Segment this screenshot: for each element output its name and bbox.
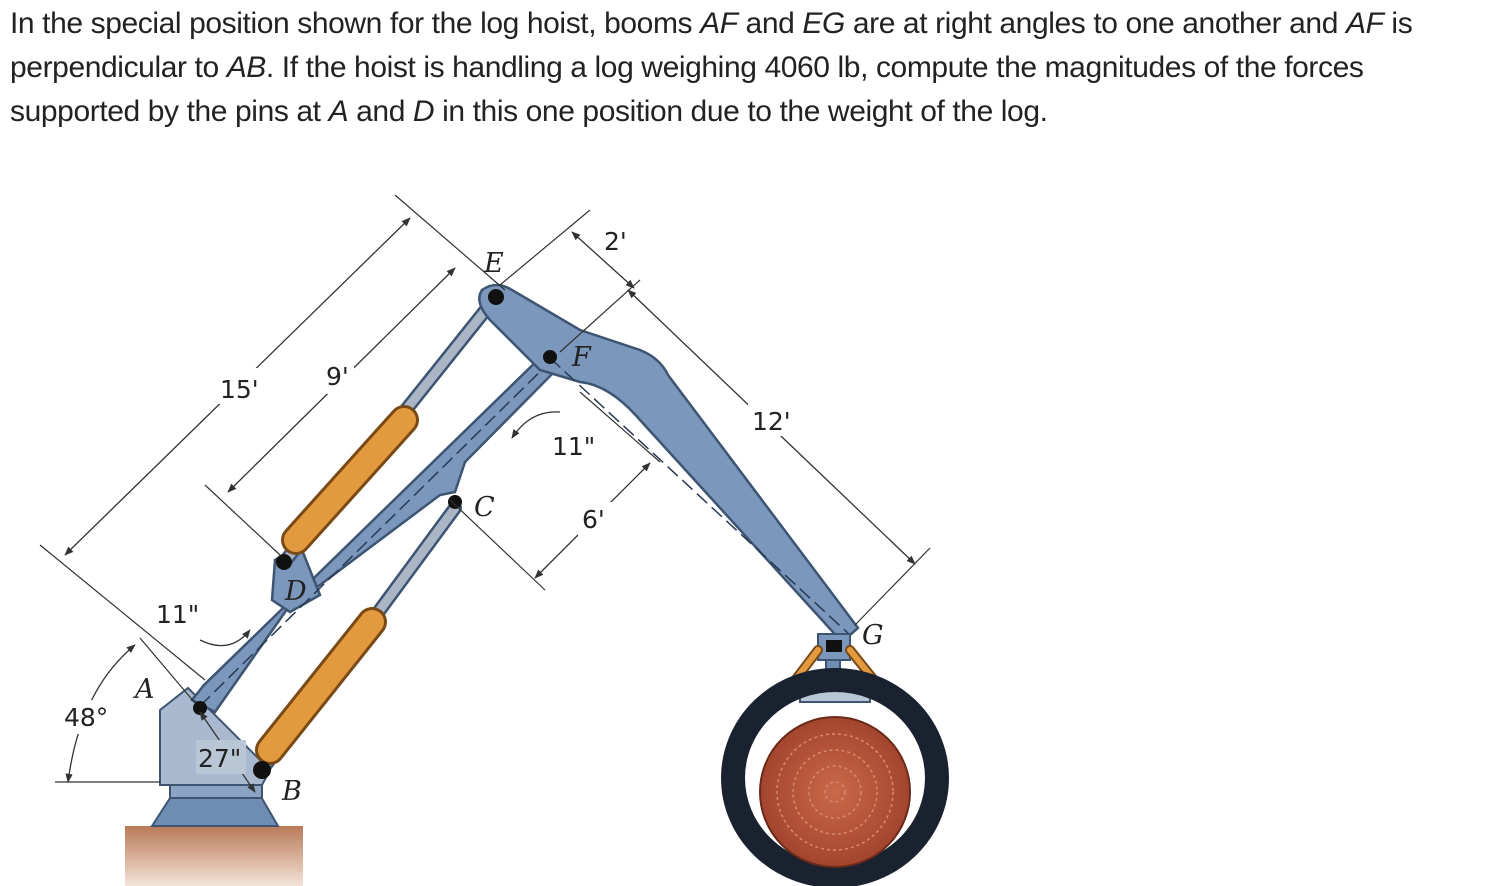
boom-eg bbox=[478, 283, 860, 644]
label-6ft: 6' bbox=[582, 505, 605, 534]
symbol-af: AF bbox=[1345, 7, 1384, 40]
base-pedestal bbox=[150, 794, 280, 827]
point-label-a: A bbox=[132, 674, 155, 705]
problem-text: and bbox=[737, 7, 803, 40]
log-hoist-figure: 15' 9' 2' 12' 11" 6' 11" 48° 27" A B C D… bbox=[39, 194, 949, 886]
dimension-11in-lower bbox=[199, 629, 251, 647]
boom-eg-centerline bbox=[549, 357, 851, 636]
pin-b bbox=[253, 761, 271, 779]
dimension-2ft bbox=[571, 231, 635, 289]
label-angle-48: 48° bbox=[64, 703, 108, 732]
label-2ft: 2' bbox=[604, 227, 627, 256]
dimension-11in-upper bbox=[511, 411, 561, 439]
problem-text: in this one position due to the weight o… bbox=[434, 95, 1048, 128]
log-grapple bbox=[721, 633, 949, 886]
problem-text: In the special position shown for the lo… bbox=[10, 7, 701, 40]
label-15ft: 15' bbox=[220, 375, 259, 404]
point-label-d: D bbox=[284, 576, 307, 607]
point-label-g: G bbox=[862, 620, 884, 651]
label-12ft: 12' bbox=[752, 407, 791, 436]
point-label-f: F bbox=[571, 342, 592, 373]
symbol-eg: EG bbox=[802, 7, 845, 40]
symbol-d: D bbox=[412, 95, 435, 128]
problem-text: and bbox=[348, 95, 413, 128]
point-label-e: E bbox=[483, 248, 504, 279]
label-9ft: 9' bbox=[326, 362, 349, 391]
problem-text: are at right angles to one another and bbox=[844, 7, 1346, 40]
pin-e bbox=[488, 289, 504, 305]
log bbox=[759, 716, 911, 868]
lower-hydraulic-cylinder bbox=[255, 501, 462, 777]
label-27in: 27" bbox=[198, 744, 241, 773]
point-label-b: B bbox=[281, 776, 302, 807]
point-label-c: C bbox=[474, 492, 495, 523]
pin-d bbox=[276, 554, 292, 570]
label-11in-lower: 11" bbox=[156, 600, 199, 629]
problem-text: is perpendicular to bbox=[10, 7, 1413, 84]
symbol-a: A bbox=[328, 95, 349, 128]
symbol-af: AF bbox=[700, 7, 738, 40]
symbol-ab: AB bbox=[226, 51, 267, 84]
pin-c bbox=[448, 495, 462, 509]
ground bbox=[125, 826, 303, 886]
pin-f bbox=[543, 350, 557, 364]
label-11in-upper: 11" bbox=[552, 432, 595, 461]
problem-text: . If the hoist is handling a log weighin… bbox=[10, 51, 1364, 128]
problem-statement: In the special position shown for the lo… bbox=[10, 2, 1488, 134]
boom-af-centerline bbox=[199, 355, 557, 707]
